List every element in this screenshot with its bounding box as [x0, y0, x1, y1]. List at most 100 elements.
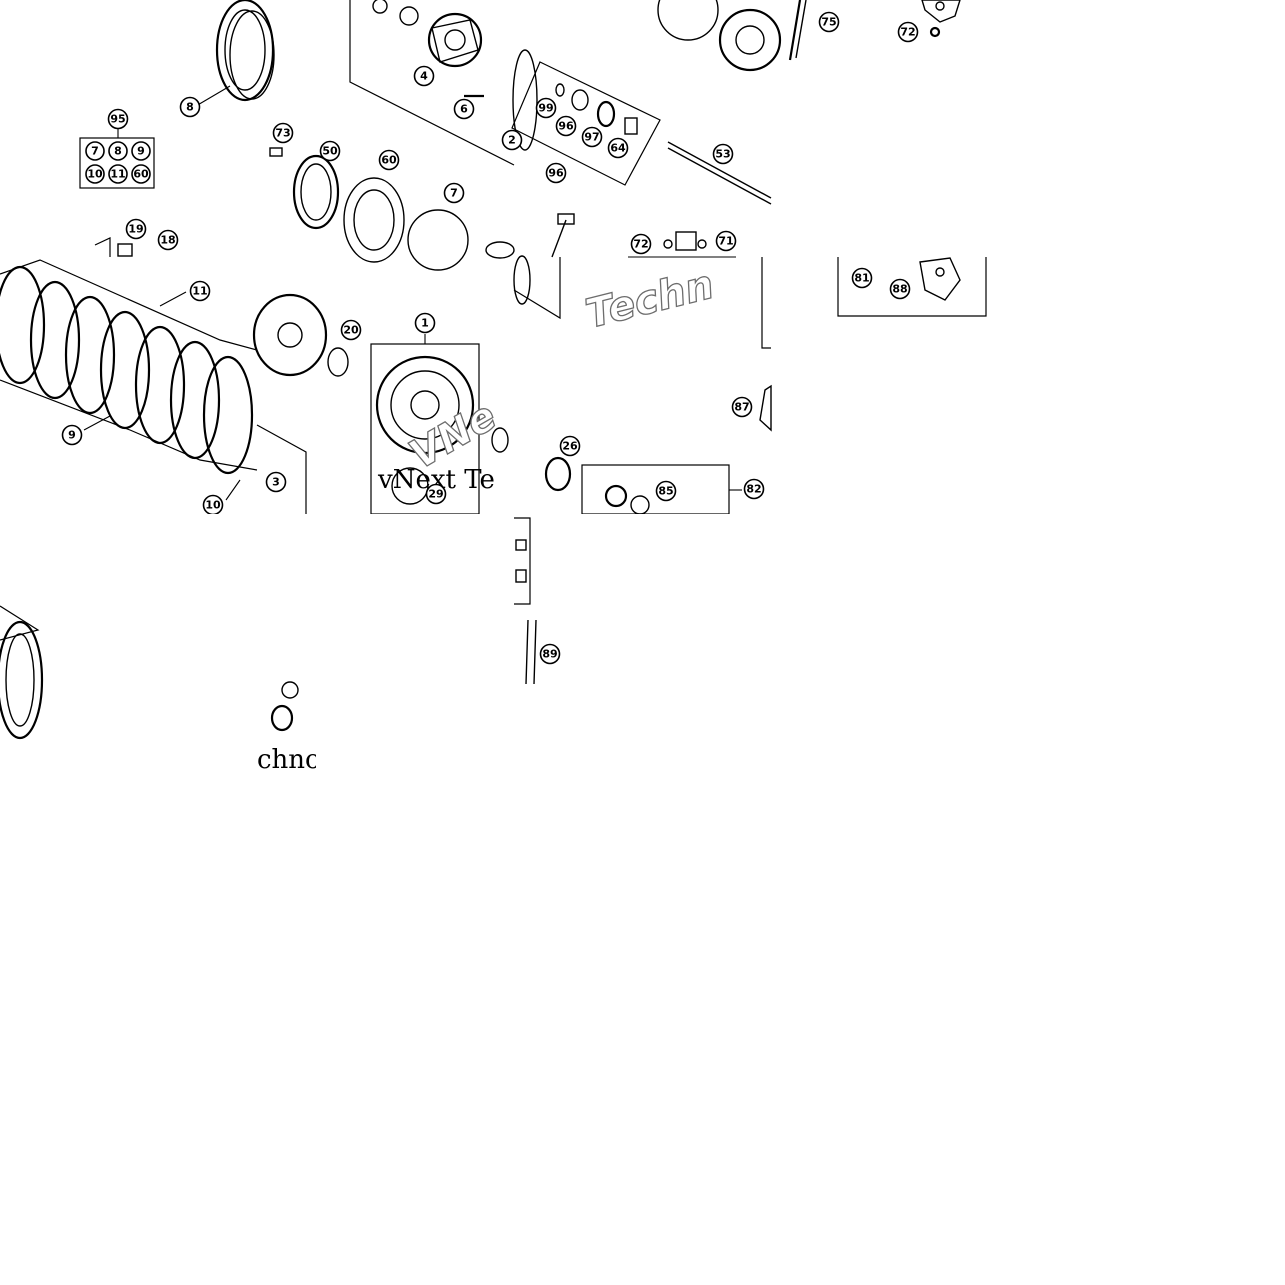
svg-text:85: 85 [658, 485, 673, 498]
callout-73: 73 [272, 122, 294, 144]
callout-95: 95 [107, 108, 129, 130]
callout-7: 7 [443, 182, 465, 204]
callout-60: 60 [378, 149, 400, 171]
frame-lines-mid [256, 424, 307, 514]
oring-26 [544, 456, 572, 492]
oring-7 [407, 209, 515, 271]
svg-text:95: 95 [110, 113, 125, 126]
callout-1: 1 [414, 312, 436, 334]
kit-item-0: 7 [85, 141, 105, 161]
pressure-plate-4 [427, 12, 483, 68]
callout-81: 81 [851, 267, 873, 289]
clutch-basket-1 [370, 334, 480, 515]
kit-item-5: 60 [131, 164, 151, 184]
svg-text:99: 99 [538, 102, 553, 115]
svg-text:87: 87 [734, 401, 749, 414]
callout-96: 96 [555, 115, 577, 137]
svg-text:75: 75 [821, 16, 836, 29]
callout-97: 97 [581, 126, 603, 148]
callout-72: 72 [897, 21, 919, 43]
svg-text:2: 2 [508, 134, 516, 147]
svg-text:96: 96 [558, 120, 574, 133]
svg-text:88: 88 [892, 283, 907, 296]
svg-text:73: 73 [275, 127, 290, 140]
kit-item-3: 10 [85, 164, 105, 184]
callout-20: 20 [340, 319, 362, 341]
svg-text:10: 10 [87, 168, 103, 181]
friction-disc-50 [292, 154, 340, 230]
watermark-text: chno [257, 745, 321, 775]
svg-text:26: 26 [562, 440, 578, 453]
arm-72 [921, 0, 961, 38]
svg-text:11: 11 [110, 168, 125, 181]
callout-87: 87 [731, 396, 753, 418]
spring-71-72 [628, 231, 736, 258]
seal-kit-box [511, 61, 661, 186]
lever-box-88 [837, 257, 987, 317]
svg-text:8: 8 [186, 101, 194, 114]
svg-text:71: 71 [718, 235, 733, 248]
callout-9: 9 [61, 424, 83, 446]
callout-82: 82 [743, 478, 765, 500]
bushing [491, 427, 509, 453]
callout-64: 64 [607, 137, 629, 159]
callout-71: 71 [715, 230, 737, 252]
washer-60 [343, 177, 405, 263]
callout-29: 29 [425, 483, 447, 505]
watermark-text: Techn [581, 262, 718, 338]
kit-item-2: 9 [131, 141, 151, 161]
callout-11: 11 [189, 280, 211, 302]
svg-text:11: 11 [192, 285, 207, 298]
callout-8: 8 [179, 96, 201, 118]
kit-grid: 7 8 9 10 11 60 [79, 126, 155, 189]
callout-10: 10 [202, 494, 224, 516]
washer-20 [327, 347, 349, 377]
svg-text:97: 97 [584, 131, 599, 144]
shaft-89 [514, 517, 537, 685]
svg-text:8: 8 [114, 145, 122, 158]
frame-lines-right [513, 255, 771, 349]
callout-88: 88 [889, 278, 911, 300]
callout-89: 89 [539, 643, 561, 665]
callout-4: 4 [413, 65, 435, 87]
clutch-plate-lower [0, 605, 44, 740]
svg-text:82: 82 [746, 483, 761, 496]
bolt-19 [94, 237, 133, 257]
svg-text:81: 81 [854, 272, 869, 285]
lever-rod [551, 213, 575, 258]
callout-99: 99 [535, 97, 557, 119]
callout-50: 50 [319, 140, 341, 162]
spring-seat [372, 0, 419, 26]
svg-text:1: 1 [421, 317, 429, 330]
callout-18: 18 [157, 229, 179, 251]
svg-text:29: 29 [428, 488, 443, 501]
callout-85: 85 [655, 480, 677, 502]
callout-2: 2 [501, 129, 523, 151]
callout-53: 53 [712, 143, 734, 165]
svg-text:60: 60 [133, 168, 149, 181]
callout-6: 6 [453, 98, 475, 120]
small-parts-lower [270, 681, 299, 732]
svg-text:9: 9 [68, 429, 76, 442]
callout-72: 72 [630, 233, 652, 255]
svg-text:50: 50 [322, 145, 338, 158]
svg-text:53: 53 [715, 148, 730, 161]
svg-text:6: 6 [460, 103, 468, 116]
svg-text:19: 19 [128, 223, 143, 236]
svg-text:60: 60 [381, 154, 397, 167]
svg-text:89: 89 [542, 648, 557, 661]
svg-text:18: 18 [160, 234, 175, 247]
hub-plate [252, 293, 328, 377]
callout-96: 96 [545, 162, 567, 184]
svg-text:7: 7 [450, 187, 458, 200]
svg-text:20: 20 [343, 324, 359, 337]
svg-text:10: 10 [205, 499, 221, 512]
svg-text:72: 72 [900, 26, 915, 39]
callout-3: 3 [265, 471, 287, 493]
shaft-53 [667, 141, 772, 205]
callout-26: 26 [559, 435, 581, 457]
svg-text:3: 3 [272, 476, 280, 489]
callout-19: 19 [125, 218, 147, 240]
